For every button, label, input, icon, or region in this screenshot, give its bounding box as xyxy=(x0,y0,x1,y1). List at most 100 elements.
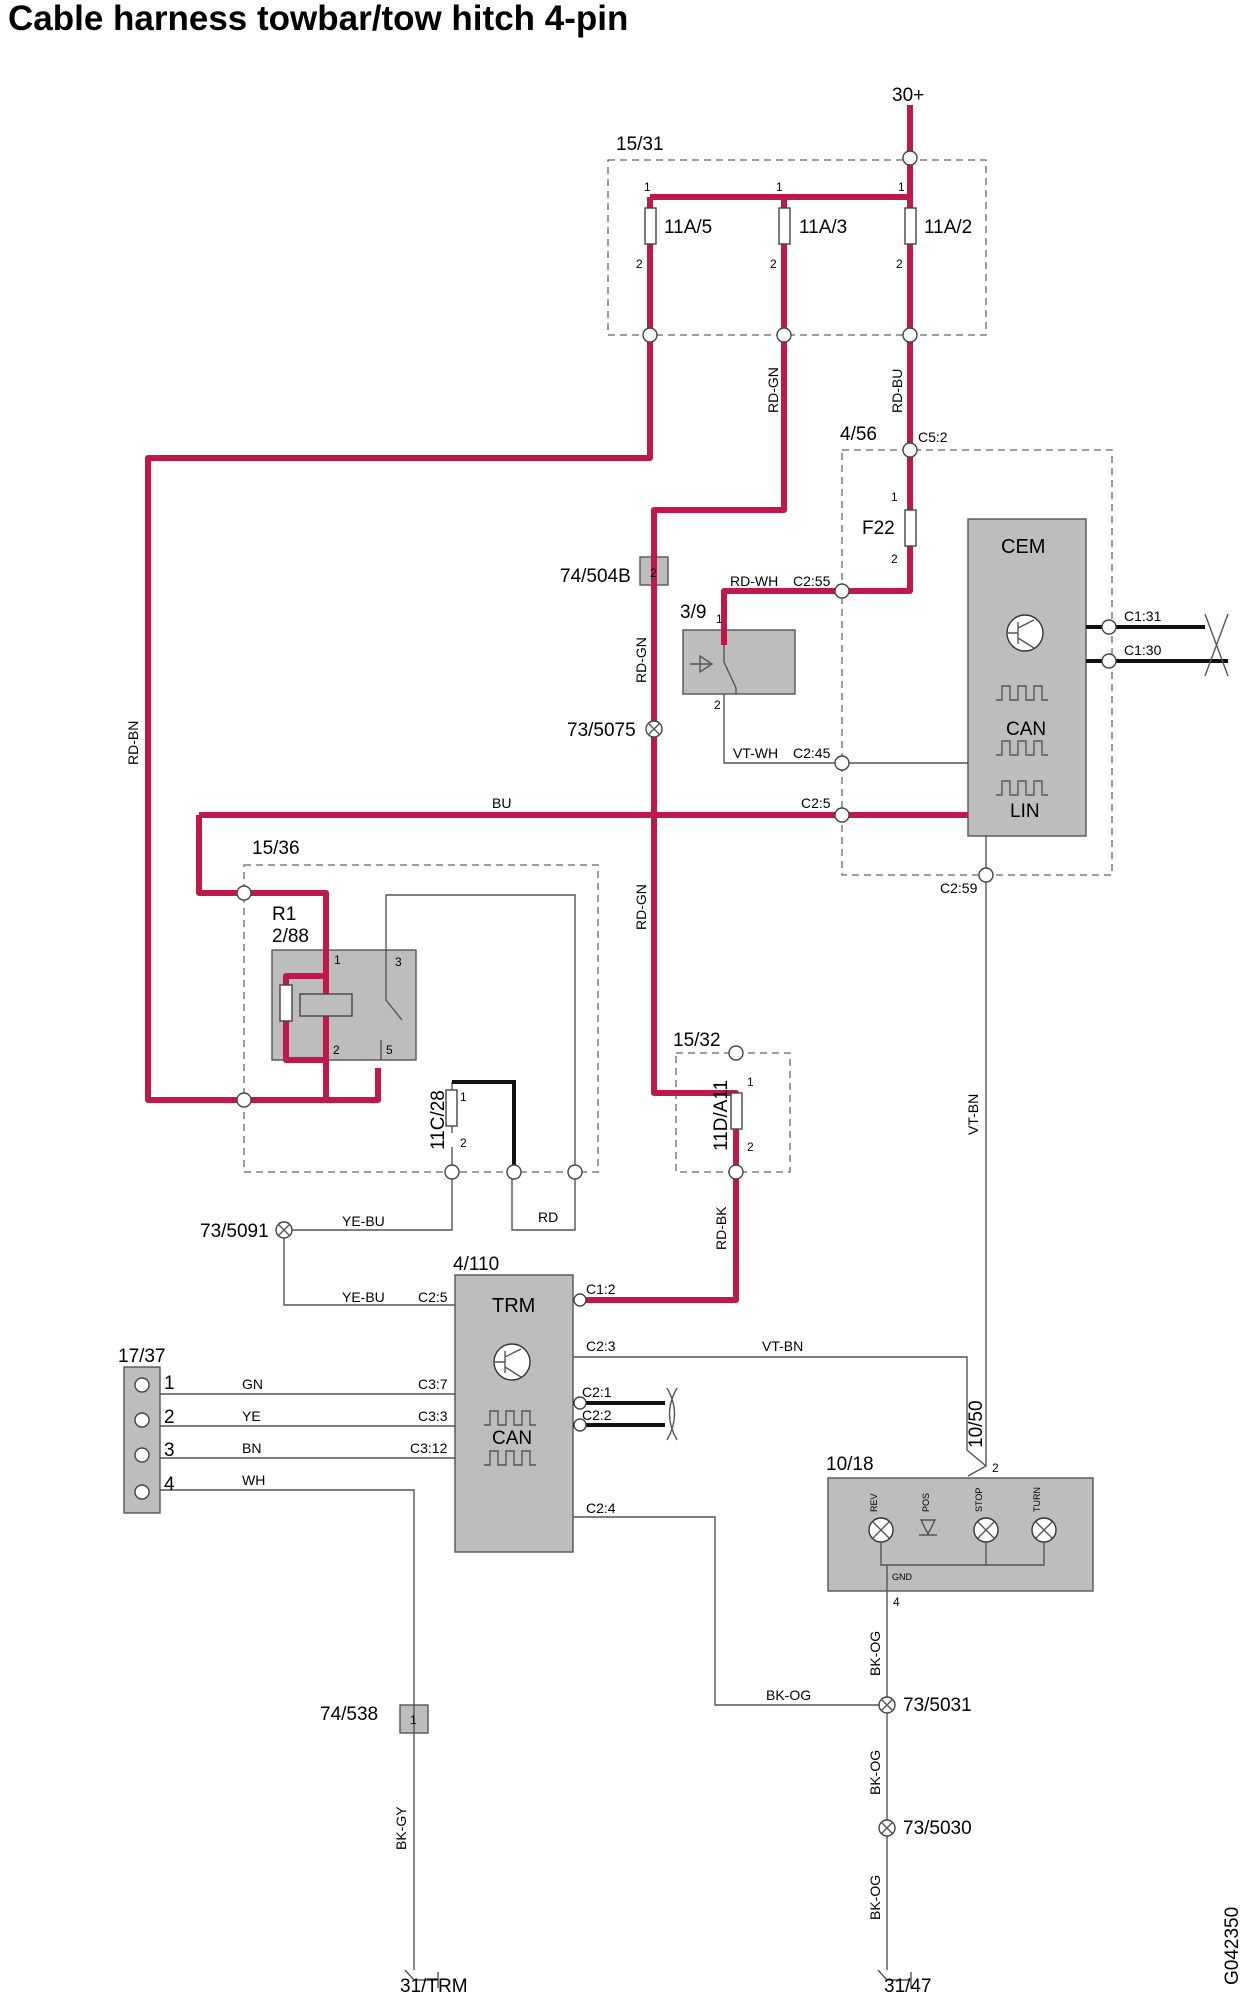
wire-rd-bn xyxy=(145,335,653,1103)
pin-11d-2: 2 xyxy=(747,1140,754,1154)
wire-label-rd-bn: RD-BN xyxy=(125,721,141,765)
pin-c2-5: C2:5 xyxy=(801,795,831,811)
label-2-88: 2/88 xyxy=(272,926,309,947)
pin-r-3: 3 xyxy=(395,955,402,969)
pin-lamp-4: 4 xyxy=(893,1595,900,1609)
label-73-5031: 73/5031 xyxy=(903,1695,972,1716)
pin-r-1: 1 xyxy=(334,953,341,967)
figure-code: G042350 xyxy=(1222,1907,1243,1985)
label-73-5030: 73/5030 xyxy=(903,1818,972,1839)
pin-trm-c2-3: C2:3 xyxy=(586,1338,616,1354)
socket-pin-1: 1 xyxy=(164,1373,175,1394)
pin-sw-1: 1 xyxy=(716,612,723,626)
cem-can-wave2-icon xyxy=(996,740,1048,756)
fuse-11a5-icon xyxy=(644,207,657,245)
wire-label-bu: BU xyxy=(492,795,511,811)
pin-c2-45: C2:45 xyxy=(793,745,831,761)
pin-trm-c1-2: C1:2 xyxy=(586,1281,616,1297)
socket-pin-2: 2 xyxy=(164,1407,175,1428)
wire-trm-bus xyxy=(573,1401,665,1427)
trm-can-label: CAN xyxy=(492,1428,532,1449)
wire-label-ye-bu-2: YE-BU xyxy=(342,1289,385,1305)
label-31-47: 31/47 xyxy=(884,1976,932,1997)
pin-trm-c3-3: C3:3 xyxy=(418,1408,448,1424)
wire-vt-bn-trm xyxy=(573,1356,987,1467)
cem-lin-label: LIN xyxy=(1010,801,1040,822)
switch-3-9 xyxy=(682,629,796,695)
pin-2a: 2 xyxy=(636,257,643,271)
pin-trm-c3-7: C3:7 xyxy=(418,1376,448,1392)
label-15-32: 15/32 xyxy=(673,1030,721,1051)
wire-label-bk-og-4: BK-OG xyxy=(867,1875,883,1920)
cem-module xyxy=(967,518,1087,837)
wire-label-rd-gn-2: RD-GN xyxy=(633,637,649,683)
lamp-gnd-label: GND xyxy=(892,1572,913,1582)
pin-trm-c2-4: C2:4 xyxy=(586,1500,616,1516)
terminals xyxy=(134,150,1117,1500)
wire-label-bk-og-1: BK-OG xyxy=(867,1631,883,1676)
wire-label-bk-og-2: BK-OG xyxy=(766,1687,811,1703)
wire-label-bk-gy: BK-GY xyxy=(393,1806,409,1850)
lamp-rev-label: REV xyxy=(869,1493,879,1512)
wire-label-vt-wh: VT-WH xyxy=(733,745,778,761)
diagram-title: Cable harness towbar/tow hitch 4-pin xyxy=(8,0,628,38)
cem-lin-wave-icon xyxy=(996,780,1048,796)
pin-c1-30: C1:30 xyxy=(1124,642,1162,658)
label-11a5: 11A/5 xyxy=(664,217,712,238)
relay-coil-icon xyxy=(299,993,353,1017)
relay-resistor-icon xyxy=(279,984,293,1022)
wire-bk-og-trm xyxy=(573,1516,887,1706)
label-30plus: 30+ xyxy=(892,85,924,106)
label-trm: TRM xyxy=(492,1295,535,1317)
pin-11c-2: 2 xyxy=(460,1136,467,1150)
lamp-bulb-icons xyxy=(868,1517,1057,1591)
wire-rd-loop xyxy=(511,1172,576,1231)
label-73-5091: 73/5091 xyxy=(200,1221,269,1242)
fuse-11c-icon xyxy=(445,1089,458,1127)
wire-relay-3 xyxy=(385,894,576,1172)
ground-trm-icon xyxy=(404,1969,439,1988)
cem-transistor-icon xyxy=(1006,614,1044,652)
trm-transistor-icon xyxy=(493,1343,531,1381)
cem-can-label: CAN xyxy=(1006,719,1046,740)
wire-label-ye: YE xyxy=(242,1408,261,1424)
wire-wh-bk-gy xyxy=(160,1489,415,1970)
pin-c1-31: C1:31 xyxy=(1124,608,1162,624)
wire-label-wh: WH xyxy=(242,1472,265,1488)
label-4-110: 4/110 xyxy=(453,1254,499,1275)
label-cem: CEM xyxy=(1001,536,1045,558)
pin-r-2: 2 xyxy=(333,1043,340,1057)
wire-label-rd-wh: RD-WH xyxy=(730,573,778,589)
lamp-stop-label: STOP xyxy=(974,1488,984,1512)
pin-c2-55: C2:55 xyxy=(793,573,831,589)
label-15-36: 15/36 xyxy=(252,838,300,859)
label-r1: R1 xyxy=(272,904,296,925)
wire-label-ye-bu-1: YE-BU xyxy=(342,1213,385,1229)
pin-504b-2: 2 xyxy=(650,566,657,580)
trm-can-wave-icon xyxy=(484,1410,536,1426)
pin-r-5: 5 xyxy=(386,1043,393,1057)
pin-2c: 2 xyxy=(896,257,903,271)
pin-f22-1: 1 xyxy=(891,490,898,504)
trm-twist-icon xyxy=(666,1387,678,1441)
ground-47-icon xyxy=(877,1969,912,1988)
socket-pin-3: 3 xyxy=(164,1440,175,1461)
fuse-11a3-icon xyxy=(778,207,791,245)
fuse-11a2-icon xyxy=(904,207,917,245)
wire-vt-bn-cem xyxy=(967,836,987,1477)
fusebox-15-36-outline xyxy=(243,864,599,1173)
label-10-18: 10/18 xyxy=(826,1454,874,1475)
switch-icon xyxy=(690,645,737,694)
pin-1b: 1 xyxy=(776,180,783,194)
wire-11c-thick xyxy=(452,1080,516,1172)
label-3-9: 3/9 xyxy=(680,602,706,623)
splice-icons xyxy=(275,720,896,1837)
label-11a3: 11A/3 xyxy=(799,217,847,238)
wire-rd-gn xyxy=(580,335,787,1303)
pin-trm-c2-1: C2:1 xyxy=(582,1384,612,1400)
label-10-50: 10/50 xyxy=(966,1400,987,1448)
pin-11d-1: 1 xyxy=(747,1075,754,1089)
pin-c2-59: C2:59 xyxy=(940,880,978,896)
pin-trm-c2-2: C2:2 xyxy=(582,1407,612,1423)
